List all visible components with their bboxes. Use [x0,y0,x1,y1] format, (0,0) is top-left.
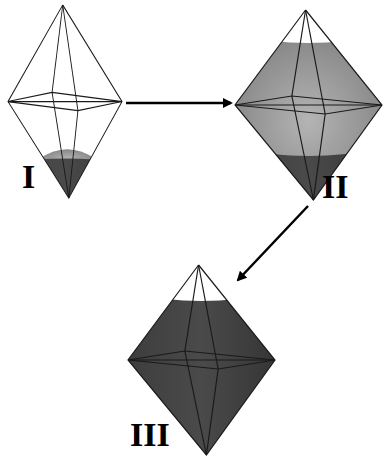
figure-label: III [130,418,170,452]
figure-label: II [322,170,348,204]
figure-label: I [22,160,35,194]
